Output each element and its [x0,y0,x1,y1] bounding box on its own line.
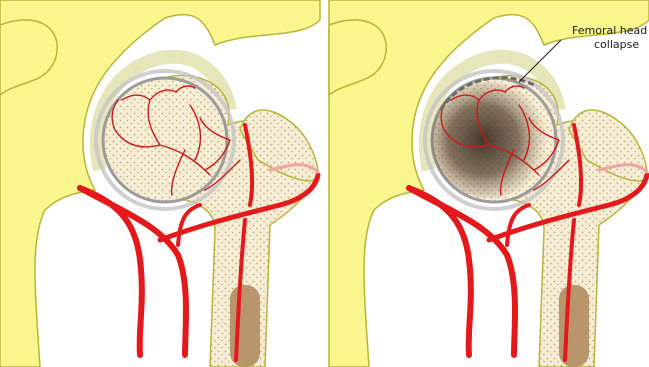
callout-line-1: Femoral head [572,24,647,37]
callout-line-2: collapse [594,38,639,51]
panel-normal [0,0,320,367]
panel-avascular-necrosis [329,0,649,367]
